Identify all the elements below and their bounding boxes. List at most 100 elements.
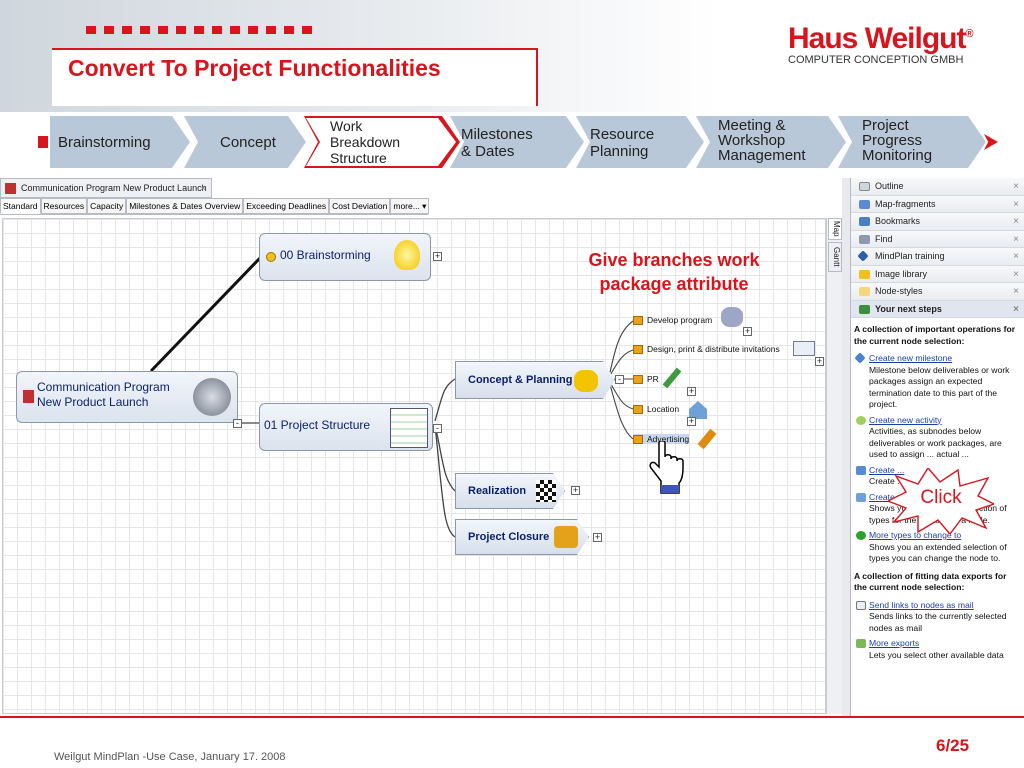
- process-step-meeting[interactable]: [696, 116, 846, 168]
- process-label-resource: Resource Planning: [590, 126, 655, 160]
- node-brainstorming[interactable]: 00 Brainstorming: [259, 233, 431, 281]
- close-icon[interactable]: ×: [1013, 198, 1019, 210]
- process-step-wbs[interactable]: [306, 118, 456, 166]
- close-icon[interactable]: ×: [1013, 216, 1019, 227]
- process-step-concept[interactable]: [184, 116, 306, 168]
- create-link[interactable]: Create ...: [869, 464, 905, 475]
- send-links-mail-link[interactable]: Send links to nodes as mail: [869, 599, 974, 610]
- node-styles-icon: [859, 287, 870, 296]
- leaf-advertising[interactable]: Advertising: [633, 434, 690, 444]
- milestone-icon: [854, 352, 866, 364]
- document-tab[interactable]: Communication Program New Product Launch…: [0, 178, 212, 198]
- process-step-resource[interactable]: [576, 116, 704, 168]
- panel-outline[interactable]: Outline×: [851, 178, 1024, 196]
- annotation-click: Click: [920, 487, 962, 508]
- header-dots: [86, 26, 312, 34]
- close-icon[interactable]: ×: [1013, 181, 1019, 192]
- close-icon[interactable]: ×: [1013, 233, 1019, 245]
- close-icon[interactable]: ×: [1013, 286, 1019, 297]
- process-label-brainstorming: Brainstorming: [58, 134, 151, 151]
- document-icon: [5, 183, 16, 194]
- panel-find[interactable]: Find×: [851, 230, 1024, 248]
- node-realization[interactable]: Realization: [455, 473, 565, 509]
- node-concept-planning[interactable]: Concept & Planning: [455, 361, 615, 399]
- expand-location[interactable]: +: [687, 416, 696, 426]
- star-icon: [859, 269, 870, 279]
- close-icon[interactable]: ×: [1013, 303, 1019, 315]
- hand-cursor-icon: [649, 441, 684, 494]
- annotation-hint: Give branches work package attribute: [588, 250, 760, 294]
- tab-capacity[interactable]: Capacity: [87, 198, 127, 214]
- collapse-concept-planning[interactable]: -: [615, 375, 624, 384]
- mindplan-window: Communication Program New Product Launch…: [0, 178, 1024, 716]
- process-step-monitoring[interactable]: [838, 116, 986, 168]
- create-activity-link[interactable]: Create new activity: [869, 414, 942, 425]
- close-icon[interactable]: ×: [1013, 251, 1019, 262]
- panel-bookmarks[interactable]: Bookmarks×: [851, 213, 1024, 231]
- process-label-monitoring: Project Progress Monitoring: [862, 117, 933, 164]
- process-label-milestones: Milestones & Dates: [461, 126, 533, 160]
- exports-heading: A collection of fitting data exports for…: [854, 570, 1007, 593]
- more-types-link[interactable]: More types to change to: [869, 530, 962, 540]
- document-tab-label: Communication Program New Product Launch: [21, 183, 207, 193]
- panel-splitter[interactable]: [842, 178, 850, 716]
- tab-map[interactable]: Map: [828, 218, 842, 240]
- process-label-concept: Concept: [220, 134, 276, 151]
- node-project-structure-label: 01 Project Structure: [264, 418, 371, 432]
- tab-deadlines[interactable]: Exceeding Deadlines: [243, 198, 330, 214]
- expand-brainstorming[interactable]: +: [433, 251, 442, 261]
- node-brainstorming-label: 00 Brainstorming: [280, 248, 371, 262]
- collapse-root[interactable]: -: [233, 419, 242, 428]
- close-icon[interactable]: ×: [1013, 268, 1019, 280]
- expand-pr[interactable]: +: [687, 386, 696, 396]
- tab-milestones[interactable]: Milestones & Dates Overview: [126, 198, 244, 214]
- theater-masks-icon: [721, 307, 743, 327]
- tab-standard[interactable]: Standard: [0, 198, 41, 214]
- checkered-flag-icon: [536, 480, 556, 502]
- close-icon[interactable]: ×: [200, 183, 206, 193]
- panel-training[interactable]: MindPlan training×: [851, 248, 1024, 266]
- expand-develop-program[interactable]: +: [743, 326, 752, 336]
- expand-invitations[interactable]: +: [815, 356, 824, 366]
- map-canvas[interactable]: 00 Brainstorming + Communication Program…: [2, 218, 826, 714]
- expand-realization[interactable]: +: [571, 485, 580, 495]
- process-end-arrow: [984, 134, 998, 150]
- collapse-project-structure[interactable]: -: [433, 424, 442, 433]
- panel-image-library[interactable]: Image library×: [851, 265, 1024, 283]
- leaf-pr[interactable]: PR: [633, 374, 659, 384]
- gear-icon: [266, 252, 276, 262]
- tab-gantt[interactable]: Gantt: [828, 242, 842, 272]
- tab-resources[interactable]: Resources: [40, 198, 88, 214]
- panel-node-styles[interactable]: Node-styles×: [851, 283, 1024, 301]
- tab-more[interactable]: more... ▾: [390, 198, 430, 214]
- node-project-closure[interactable]: Project Closure: [455, 519, 589, 555]
- leaf-location[interactable]: Location: [633, 404, 679, 414]
- steps-heading: A collection of important operations for…: [854, 324, 1016, 346]
- gavel-icon: [554, 526, 578, 548]
- signpost-icon: [859, 304, 870, 314]
- footprints-icon: [574, 370, 598, 392]
- leaf-develop-program[interactable]: Develop program: [633, 315, 712, 325]
- node-root[interactable]: Communication Program New Product Launch: [16, 371, 238, 423]
- panel-next-steps[interactable]: Your next steps×: [851, 300, 1024, 318]
- tab-cost[interactable]: Cost Deviation: [329, 198, 391, 214]
- side-view-tabs: Map Gantt: [826, 218, 842, 714]
- process-step-brainstorming[interactable]: [50, 116, 190, 168]
- create-milestone-link[interactable]: Create new milestone: [869, 353, 953, 363]
- more-exports-link[interactable]: More exports: [869, 638, 920, 648]
- map-fragments-icon: [859, 199, 870, 209]
- bookmarks-icon: [859, 217, 870, 226]
- outline-icon: [859, 182, 870, 191]
- node-project-structure[interactable]: 01 Project Structure: [259, 403, 433, 451]
- panel-map-fragments[interactable]: Map-fragments×: [851, 195, 1024, 213]
- process-step-milestones[interactable]: [450, 116, 584, 168]
- leaf-invitations[interactable]: Design, print & distribute invitations: [633, 344, 780, 354]
- expand-project-closure[interactable]: +: [593, 532, 602, 542]
- right-panel: Outline× Map-fragments× Bookmarks× Find×…: [850, 178, 1024, 716]
- node-project-closure-label: Project Closure: [468, 531, 550, 543]
- process-label-meeting: Meeting & Workshop Management: [718, 117, 806, 164]
- process-label-wbs: Work Breakdown Structure: [330, 118, 401, 166]
